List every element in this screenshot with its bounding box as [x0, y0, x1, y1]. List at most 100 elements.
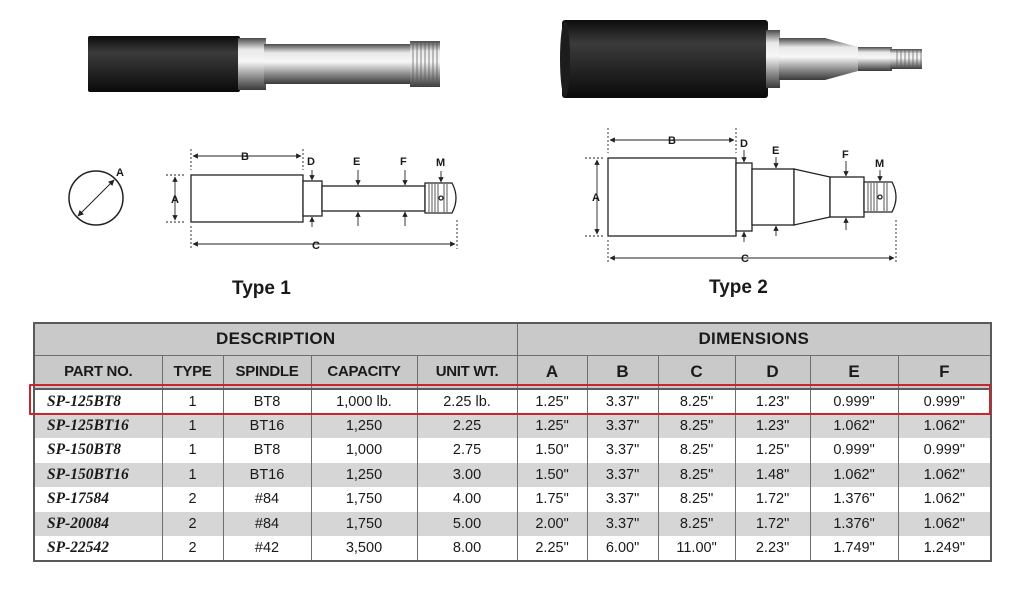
col-header-type: TYPE	[161, 355, 223, 390]
cell-dim-d: 1.72"	[734, 487, 811, 512]
type1-dim-c-label: C	[312, 240, 320, 252]
cell-capacity: 1,750	[310, 511, 417, 536]
col-header-part-no: PART NO.	[34, 355, 162, 390]
type2-dim-b-label: B	[668, 135, 676, 147]
cell-capacity: 1,250	[310, 413, 417, 438]
col-header-unit-wt: UNIT WT.	[416, 355, 518, 390]
cell-dim-c: 8.25"	[657, 389, 736, 414]
cell-dim-d: 1.25"	[734, 438, 811, 463]
cell-dim-c: 8.25"	[657, 413, 736, 438]
cell-dim-f: 1.249"	[897, 536, 992, 561]
table-row: SP-150BT16 1 BT16 1,250 3.00 1.50" 3.37"…	[34, 462, 992, 487]
cell-dim-a: 1.50"	[516, 438, 588, 463]
cell-capacity: 3,500	[310, 536, 417, 561]
cell-spindle: #42	[222, 536, 311, 561]
cell-spindle: #84	[222, 511, 311, 536]
circle-dim-a-label: A	[116, 167, 124, 179]
type1-dimension-lines	[166, 149, 458, 249]
col-header-b: B	[586, 355, 659, 390]
col-header-e: E	[809, 355, 899, 390]
table-row: SP-150BT8 1 BT8 1,000 2.75 1.50" 3.37" 8…	[34, 438, 992, 463]
cell-dim-f: 1.062"	[897, 487, 992, 512]
cell-dim-b: 3.37"	[586, 413, 659, 438]
cell-spindle: BT16	[222, 413, 311, 438]
part-number: SP-125BT8	[34, 389, 162, 414]
cell-unit-wt: 2.25 lb.	[416, 389, 518, 414]
cell-unit-wt: 2.75	[416, 438, 518, 463]
cell-dim-c: 8.25"	[657, 487, 736, 512]
spindle-illustrations: A	[68, 20, 922, 299]
cell-dim-a: 1.25"	[516, 389, 588, 414]
cell-unit-wt: 5.00	[416, 511, 518, 536]
type1-dim-b-label: B	[241, 151, 249, 163]
cell-dim-d: 1.23"	[734, 413, 811, 438]
type1-dim-m-label: M	[436, 157, 445, 169]
cell-dim-b: 3.37"	[586, 462, 659, 487]
table-row: SP-125BT16 1 BT16 1,250 2.25 1.25" 3.37"…	[34, 413, 992, 438]
cell-dim-e: 1.376"	[809, 511, 899, 536]
col-header-f: F	[897, 355, 992, 390]
cell-dim-e: 1.376"	[809, 487, 899, 512]
cell-dim-e: 1.062"	[809, 462, 899, 487]
cell-type: 1	[161, 413, 223, 438]
cell-type: 1	[161, 462, 223, 487]
description-group-header: DESCRIPTION	[34, 323, 518, 356]
type1-spindle-photo	[88, 36, 440, 92]
part-number: SP-22542	[34, 536, 162, 561]
cell-type: 2	[161, 536, 223, 561]
dimensions-group-header: DIMENSIONS	[516, 323, 992, 356]
type1-line-drawing	[190, 174, 457, 223]
cell-type: 1	[161, 389, 223, 414]
table-row: SP-22542 2 #42 3,500 8.00 2.25" 6.00" 11…	[34, 536, 992, 561]
type2-line-drawing	[607, 157, 897, 237]
cell-dim-f: 1.062"	[897, 511, 992, 536]
cell-type: 2	[161, 487, 223, 512]
cell-unit-wt: 8.00	[416, 536, 518, 561]
type2-dimension-lines	[585, 128, 897, 263]
cell-unit-wt: 3.00	[416, 462, 518, 487]
type1-dim-f-label: F	[400, 156, 407, 168]
table-row: SP-17584 2 #84 1,750 4.00 1.75" 3.37" 8.…	[34, 487, 992, 512]
cell-dim-b: 3.37"	[586, 487, 659, 512]
cell-capacity: 1,250	[310, 462, 417, 487]
table-row: SP-125BT8 1 BT8 1,000 lb. 2.25 lb. 1.25"…	[34, 389, 992, 414]
cell-dim-c: 8.25"	[657, 511, 736, 536]
cell-dim-b: 6.00"	[586, 536, 659, 561]
cell-dim-f: 0.999"	[897, 389, 992, 414]
diameter-circle-diagram: A	[68, 167, 124, 226]
cell-dim-c: 8.25"	[657, 462, 736, 487]
type1-dim-d-label: D	[307, 156, 315, 168]
cell-capacity: 1,000	[310, 438, 417, 463]
cell-dim-a: 1.25"	[516, 413, 588, 438]
cell-dim-d: 1.72"	[734, 511, 811, 536]
cell-dim-c: 8.25"	[657, 438, 736, 463]
cell-capacity: 1,000 lb.	[310, 389, 417, 414]
spindle-drawings: A	[68, 20, 922, 265]
col-header-d: D	[734, 355, 811, 390]
col-header-spindle: SPINDLE	[222, 355, 311, 390]
cell-spindle: BT8	[222, 389, 311, 414]
cell-spindle: BT8	[222, 438, 311, 463]
cell-dim-d: 2.23"	[734, 536, 811, 561]
type2-dim-d-label: D	[740, 138, 748, 150]
type2-dim-m-label: M	[875, 158, 884, 170]
cell-dim-b: 3.37"	[586, 438, 659, 463]
part-number: SP-150BT16	[34, 462, 162, 487]
cell-dim-a: 2.25"	[516, 536, 588, 561]
col-header-a: A	[516, 355, 588, 390]
cell-spindle: #84	[222, 487, 311, 512]
cell-spindle: BT16	[222, 462, 311, 487]
cell-dim-d: 1.23"	[734, 389, 811, 414]
part-number: SP-17584	[34, 487, 162, 512]
cell-dim-a: 2.00"	[516, 511, 588, 536]
cell-dim-d: 1.48"	[734, 462, 811, 487]
cell-dim-a: 1.75"	[516, 487, 588, 512]
cell-dim-a: 1.50"	[516, 462, 588, 487]
part-number: SP-125BT16	[34, 413, 162, 438]
col-header-capacity: CAPACITY	[310, 355, 417, 390]
cell-dim-e: 1.062"	[809, 413, 899, 438]
part-number: SP-150BT8	[34, 438, 162, 463]
spindle-spec-table: DESCRIPTION DIMENSIONS PART NO. TYPE SPI…	[33, 322, 993, 562]
table-row: SP-20084 2 #84 1,750 5.00 2.00" 3.37" 8.…	[34, 511, 992, 536]
type2-spindle-photo	[560, 20, 922, 98]
